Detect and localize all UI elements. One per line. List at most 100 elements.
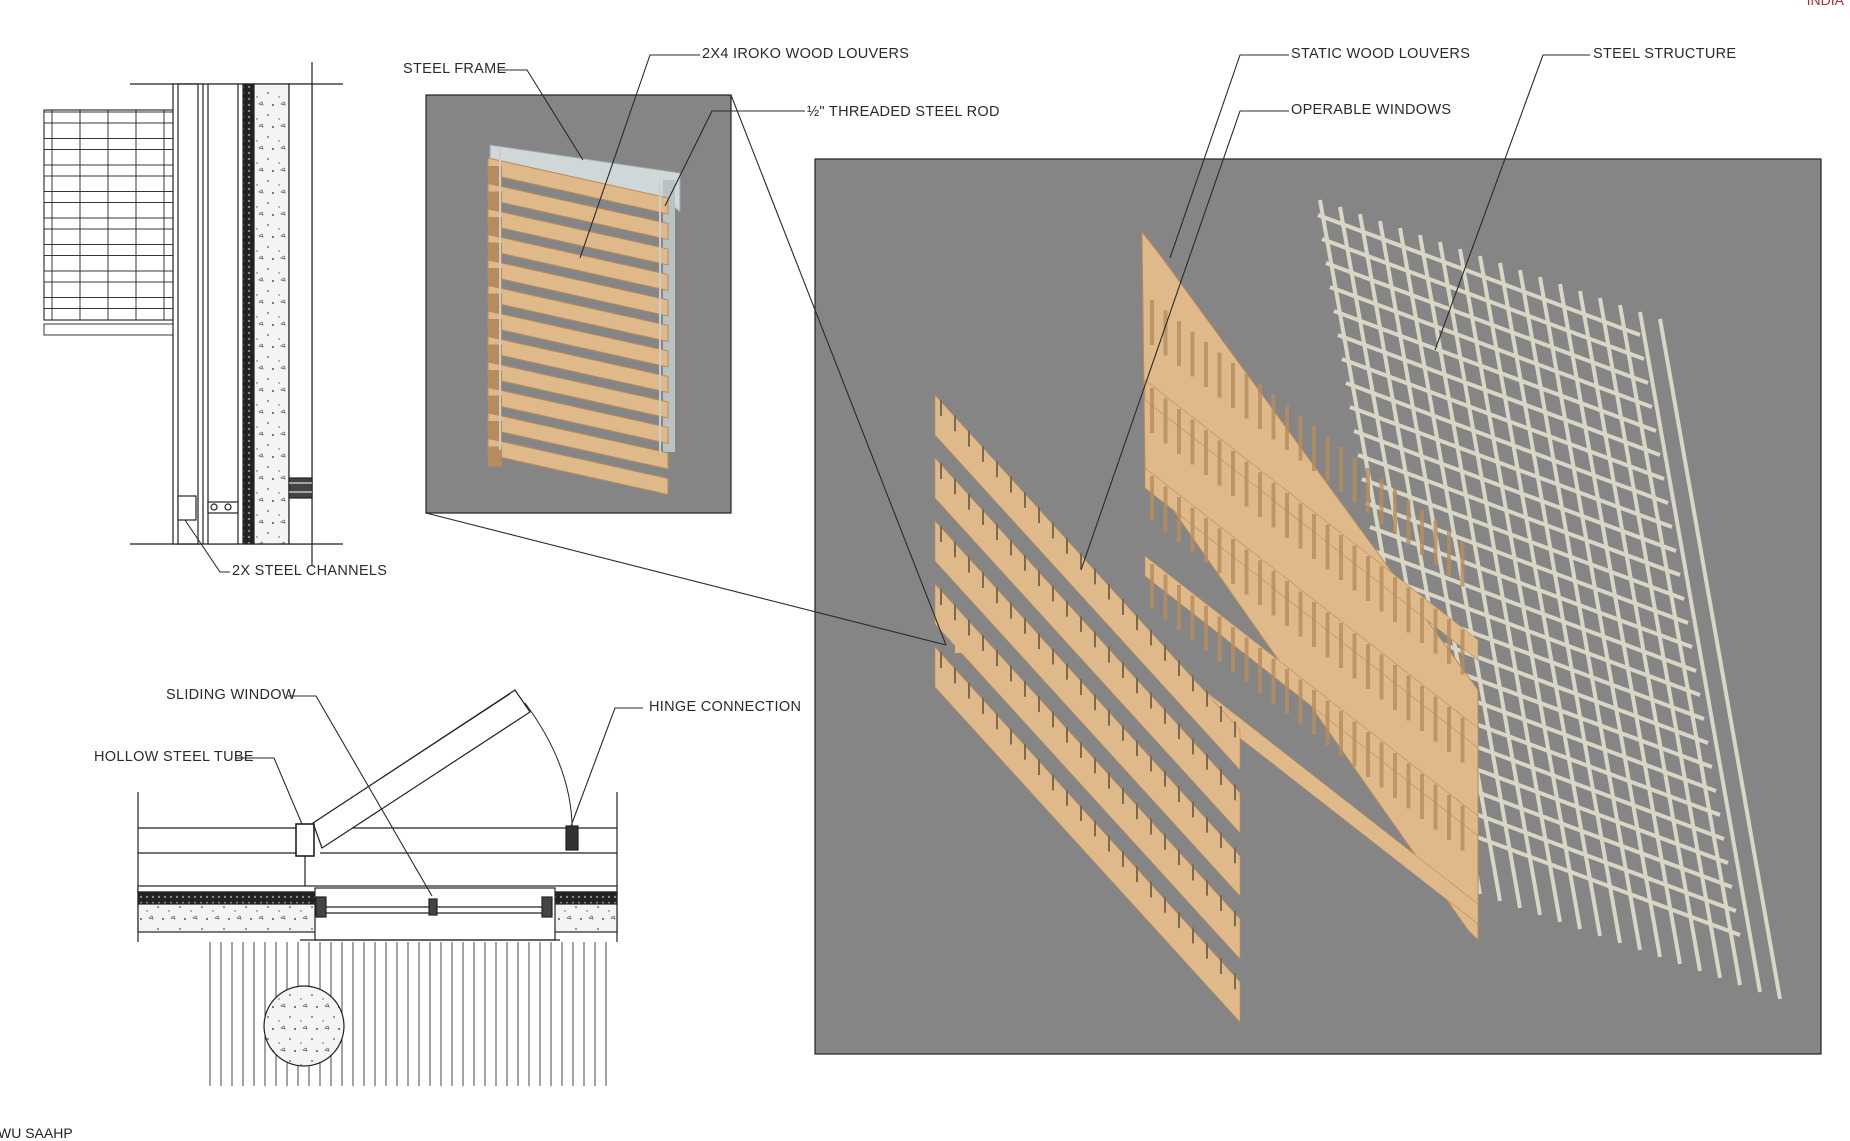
steel-rail bbox=[1357, 453, 1681, 577]
louver-fin bbox=[1339, 711, 1343, 756]
window-fin bbox=[1136, 803, 1138, 820]
wall-section-detail bbox=[43, 62, 343, 566]
louver-fin bbox=[1325, 524, 1330, 570]
steel-post bbox=[1458, 248, 1582, 930]
louver-fin bbox=[1163, 310, 1168, 356]
louver-fin bbox=[1460, 717, 1465, 763]
steel-post bbox=[1598, 297, 1722, 979]
louver-fin bbox=[1190, 331, 1195, 377]
window-fin bbox=[996, 650, 998, 667]
louver-fin bbox=[1271, 394, 1276, 440]
hinge-plan-detail bbox=[137, 689, 618, 1086]
window-fin bbox=[996, 713, 998, 730]
window-fin bbox=[940, 400, 942, 416]
window-fin bbox=[1122, 661, 1124, 678]
steel-post bbox=[1418, 234, 1542, 916]
window-fin bbox=[1122, 787, 1124, 804]
louver-fin bbox=[1420, 598, 1424, 643]
label-steel-frame: STEEL FRAME bbox=[403, 61, 507, 77]
exploded-axonometric-render bbox=[814, 158, 1822, 1055]
louver-fin bbox=[1258, 648, 1262, 693]
louver-fin bbox=[1325, 612, 1330, 658]
window-fin bbox=[968, 682, 970, 699]
louver-end bbox=[488, 370, 502, 390]
louver-end bbox=[488, 395, 502, 416]
window-fin bbox=[1234, 721, 1236, 738]
window-fin bbox=[1094, 631, 1096, 648]
louver-fin bbox=[1190, 419, 1195, 465]
steel-rail bbox=[1361, 477, 1685, 601]
steel-post bbox=[1438, 241, 1562, 923]
window-fin bbox=[1052, 585, 1054, 602]
louver-fin bbox=[1312, 514, 1316, 559]
window-fin bbox=[1206, 753, 1208, 770]
louver-end bbox=[488, 319, 502, 339]
window-fin bbox=[968, 619, 970, 636]
window-fin bbox=[1192, 927, 1194, 944]
window-fin bbox=[1094, 694, 1096, 711]
louver-fin bbox=[1366, 556, 1370, 601]
louver-fin bbox=[1433, 608, 1438, 654]
louver-fin bbox=[1339, 623, 1343, 668]
louver-end bbox=[488, 191, 502, 212]
louver-fin bbox=[1177, 321, 1181, 366]
window-fin bbox=[954, 415, 956, 432]
window-fin bbox=[1164, 896, 1166, 913]
window-fin bbox=[1220, 832, 1222, 848]
louver-fin bbox=[1204, 518, 1208, 563]
louver-end bbox=[488, 217, 502, 237]
steel-frame-top bbox=[489, 144, 681, 214]
window-fin bbox=[1010, 728, 1012, 745]
window-fin bbox=[1178, 849, 1180, 866]
window-fin bbox=[1066, 663, 1068, 680]
window-fin bbox=[1080, 742, 1082, 758]
window-fin bbox=[1066, 726, 1068, 743]
window-fin bbox=[1136, 614, 1138, 631]
window-fin bbox=[1206, 690, 1208, 707]
window-fin bbox=[1038, 570, 1040, 587]
operable-windows bbox=[934, 394, 1241, 1023]
leader-lines bbox=[184, 54, 1590, 897]
window-fin bbox=[1080, 553, 1082, 569]
louver-fin bbox=[1352, 457, 1357, 503]
window-fin bbox=[1024, 743, 1026, 760]
louver-fin bbox=[1258, 384, 1262, 429]
window-fin bbox=[1220, 958, 1222, 974]
louver-fin bbox=[1231, 363, 1235, 408]
louver-fin bbox=[1204, 342, 1208, 387]
louver-fin bbox=[1163, 574, 1168, 620]
window-fin bbox=[996, 461, 998, 478]
window-fin bbox=[1150, 818, 1152, 835]
louver-fin bbox=[1298, 503, 1303, 549]
window-fin bbox=[982, 697, 984, 714]
louver-fin bbox=[1366, 644, 1370, 689]
louver-fin bbox=[1190, 595, 1195, 641]
louver-fin bbox=[1217, 528, 1222, 574]
louver-fin bbox=[1271, 482, 1276, 528]
louver-fin bbox=[1352, 633, 1357, 679]
louver-fin bbox=[1460, 629, 1465, 675]
louver-fin bbox=[1393, 577, 1397, 622]
louver-fin bbox=[1312, 602, 1316, 647]
louver-fin bbox=[1258, 560, 1262, 605]
louver-fin bbox=[1217, 616, 1222, 662]
louver-fin bbox=[1339, 535, 1343, 580]
steel-post bbox=[1658, 318, 1782, 1000]
louver-fin bbox=[1325, 436, 1330, 482]
louver-fin bbox=[1406, 763, 1411, 809]
window-fin bbox=[1010, 476, 1012, 493]
sheet-corner-text-bottom: WU SAAHP bbox=[0, 1125, 73, 1141]
window-fin bbox=[982, 571, 984, 588]
window-fin bbox=[982, 508, 984, 525]
label-steel-channels: 2X STEEL CHANNELS bbox=[232, 563, 388, 579]
louver-fin bbox=[1447, 795, 1451, 840]
label-steel-structure: STEEL STRUCTURE bbox=[1593, 46, 1737, 62]
steel-post bbox=[1618, 304, 1742, 986]
steel-post bbox=[1558, 283, 1682, 965]
louver-fin bbox=[1244, 461, 1249, 507]
window-fin bbox=[954, 541, 956, 558]
label-static-wood-louvers: STATIC WOOD LOUVERS bbox=[1291, 46, 1471, 62]
louver-fin bbox=[1312, 690, 1316, 735]
louver-fin bbox=[1285, 581, 1289, 626]
